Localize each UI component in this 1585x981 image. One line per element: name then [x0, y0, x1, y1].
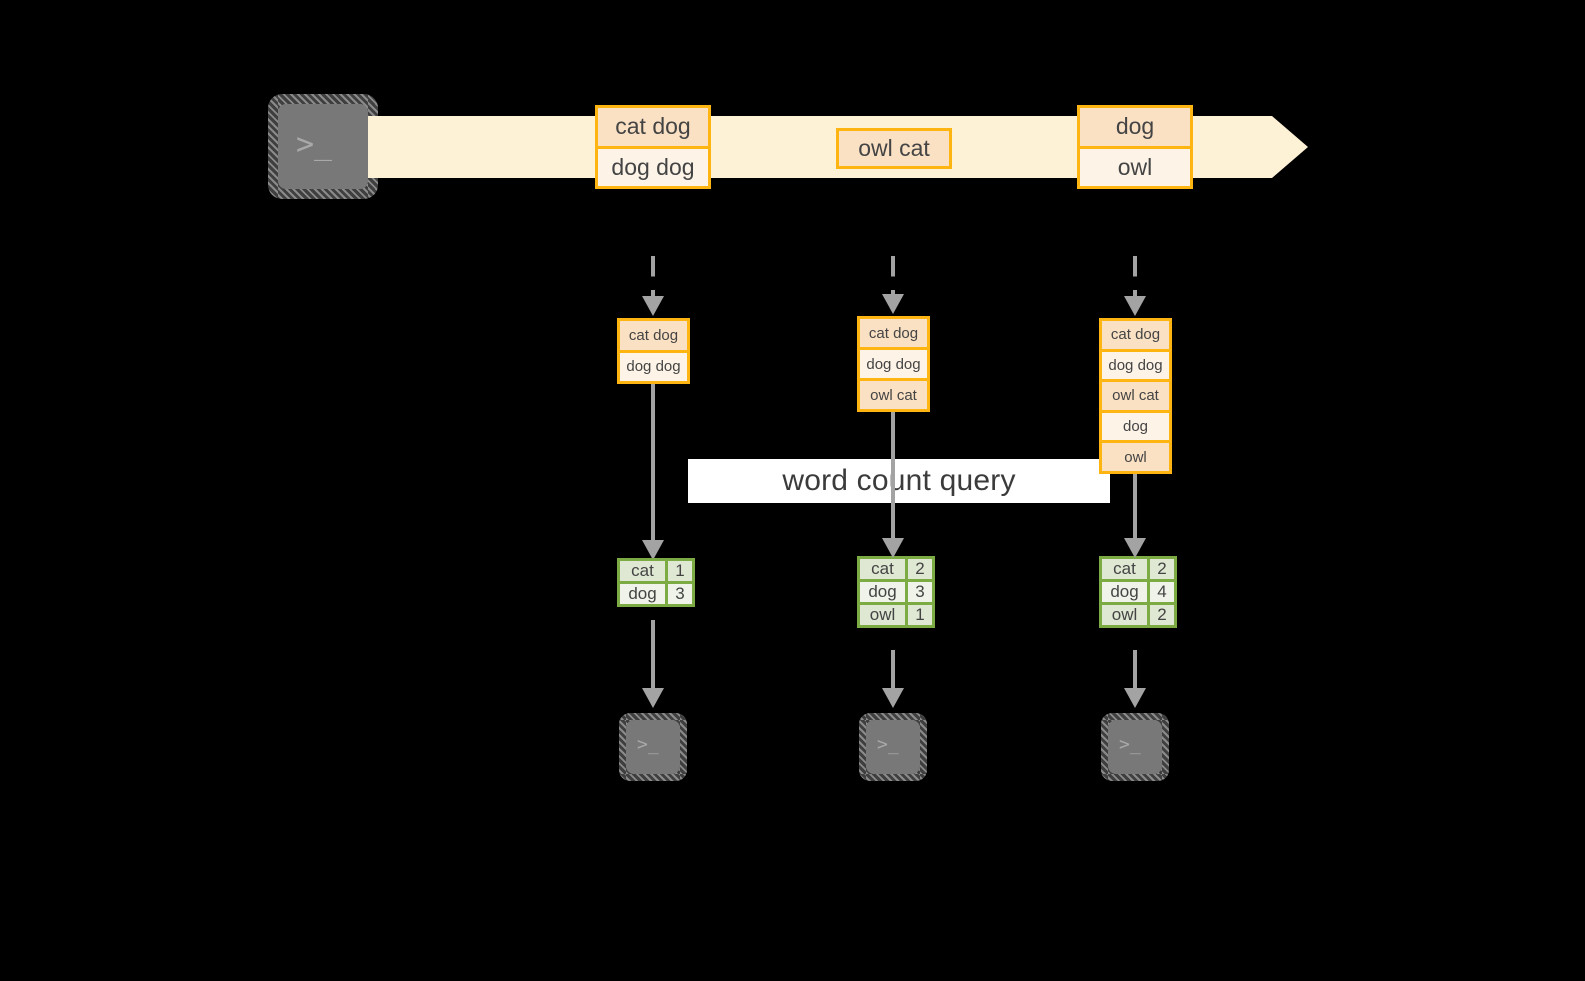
table-cell-count: 2: [1147, 605, 1174, 625]
query-arrow-head-2: [882, 538, 904, 558]
stream-record-line: cat dog: [598, 108, 708, 146]
query-arrow-line-1: [651, 384, 655, 544]
table-row: dog 3: [620, 581, 692, 604]
dashed-down-arrow-icon: [891, 256, 895, 296]
terminal-screen: [866, 720, 920, 774]
snapshot-record-line: dog: [1102, 409, 1169, 441]
table-cell-word: owl: [860, 605, 905, 625]
snapshot-records-2: cat dog dog dog owl cat: [857, 316, 930, 412]
sink-arrow-line-3: [1133, 650, 1137, 692]
sink-terminal-icon-2: >_: [859, 713, 927, 781]
sink-arrow-head-3: [1124, 688, 1146, 708]
table-cell-word: dog: [860, 582, 905, 602]
terminal-screen: [278, 104, 368, 189]
table-cell-count: 2: [905, 559, 932, 579]
result-table-2: cat 2 dog 3 owl 1: [857, 556, 935, 628]
terminal-screen: [1108, 720, 1162, 774]
table-row: owl 2: [1102, 602, 1174, 625]
snapshot-record-line: dog dog: [1102, 348, 1169, 380]
query-label: word count query: [688, 459, 1110, 503]
dashed-down-arrow-icon: [1133, 256, 1137, 298]
stream-record-line: dog dog: [598, 145, 708, 186]
sink-arrow-line-2: [891, 650, 895, 692]
stream-record-line: dog: [1080, 108, 1190, 146]
table-cell-word: cat: [620, 561, 665, 581]
table-row: cat 2: [860, 559, 932, 579]
snapshot-record-line: owl cat: [860, 378, 927, 409]
stream-record-line: owl: [1080, 145, 1190, 186]
snapshot-record-line: cat dog: [620, 321, 687, 350]
table-cell-count: 4: [1147, 582, 1174, 602]
sink-arrow-head-1: [642, 688, 664, 708]
query-arrow-head-1: [642, 540, 664, 560]
table-cell-count: 3: [905, 582, 932, 602]
stream-record-group: dog owl: [1077, 105, 1193, 189]
table-cell-word: cat: [1102, 559, 1147, 579]
table-cell-count: 1: [665, 561, 692, 581]
dashed-down-arrow-head-icon: [1124, 296, 1146, 316]
snapshot-record-line: dog dog: [860, 347, 927, 378]
snapshot-record-line: cat dog: [1102, 321, 1169, 349]
snapshot-record-line: owl: [1102, 440, 1169, 471]
snapshot-record-line: owl cat: [1102, 379, 1169, 410]
dashed-down-arrow-head-icon: [642, 296, 664, 316]
snapshot-records-1: cat dog dog dog: [617, 318, 690, 384]
table-cell-word: owl: [1102, 605, 1147, 625]
right-arrow-icon: [1272, 116, 1308, 178]
result-table-1: cat 1 dog 3: [617, 558, 695, 607]
table-row: owl 1: [860, 602, 932, 625]
snapshot-records-3: cat dog dog dog owl cat dog owl: [1099, 318, 1172, 474]
table-cell-word: cat: [860, 559, 905, 579]
table-cell-count: 3: [665, 584, 692, 604]
stream-record-line: owl cat: [839, 131, 949, 166]
query-arrow-head-3: [1124, 538, 1146, 558]
result-table-3: cat 2 dog 4 owl 2: [1099, 556, 1177, 628]
terminal-prompt: >_: [877, 734, 899, 755]
dashed-down-arrow-icon: [651, 256, 655, 298]
terminal-prompt: >_: [637, 734, 659, 755]
terminal-screen: [626, 720, 680, 774]
table-row: dog 3: [860, 579, 932, 602]
sink-terminal-icon-3: >_: [1101, 713, 1169, 781]
table-row: cat 2: [1102, 559, 1174, 579]
query-arrow-line-2: [891, 412, 895, 542]
table-cell-count: 2: [1147, 559, 1174, 579]
source-terminal-icon: >_: [268, 94, 378, 199]
terminal-prompt: >_: [1119, 734, 1141, 755]
sink-arrow-head-2: [882, 688, 904, 708]
sink-arrow-line-1: [651, 620, 655, 692]
stream-record-group: owl cat: [836, 128, 952, 169]
query-arrow-line-3: [1133, 474, 1137, 542]
snapshot-record-line: cat dog: [860, 319, 927, 347]
table-row: cat 1: [620, 561, 692, 581]
dashed-down-arrow-head-icon: [882, 294, 904, 314]
sink-terminal-icon-1: >_: [619, 713, 687, 781]
table-cell-word: dog: [1102, 582, 1147, 602]
snapshot-record-line: dog dog: [620, 349, 687, 381]
terminal-prompt: >_: [296, 127, 333, 162]
table-cell-word: dog: [620, 584, 665, 604]
table-row: dog 4: [1102, 579, 1174, 602]
stream-record-group: cat dog dog dog: [595, 105, 711, 189]
table-cell-count: 1: [905, 605, 932, 625]
